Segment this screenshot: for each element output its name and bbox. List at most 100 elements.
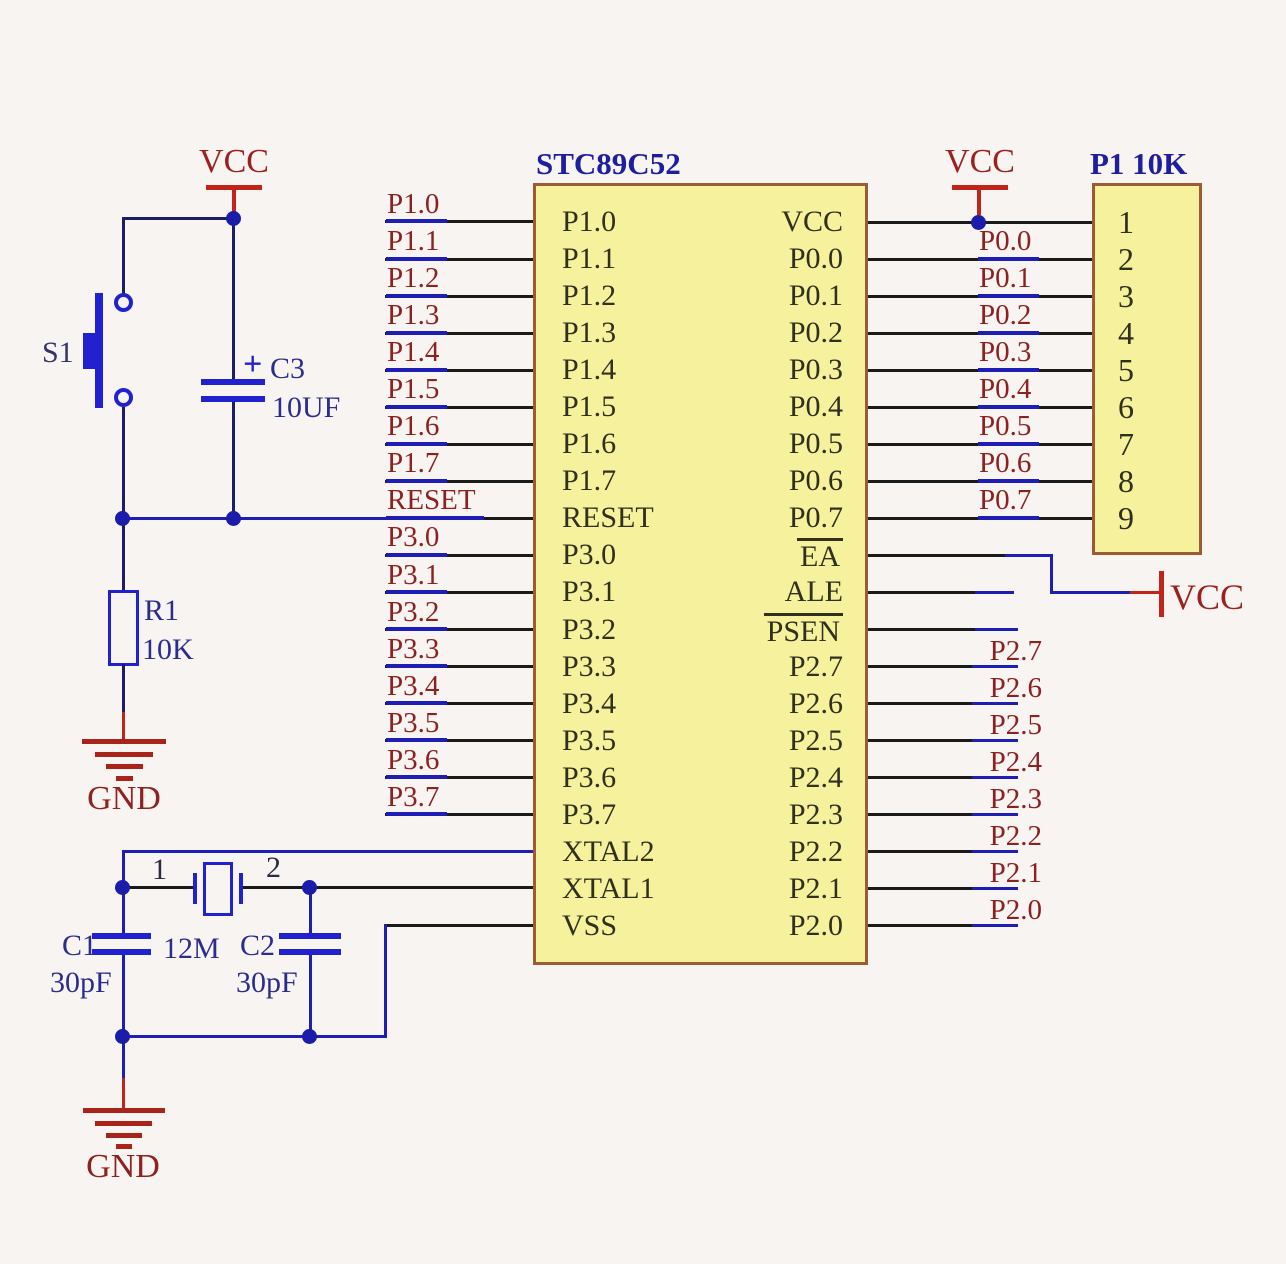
chip-pin-left: P3.1 [562, 575, 617, 609]
net-label: P2.3 [989, 782, 1042, 815]
net-wire-row: P1.2 [385, 261, 533, 298]
chip-pin-left: P3.3 [562, 649, 617, 683]
crystal-plate-right [239, 873, 243, 904]
wire-gnd-lower-red [121, 1078, 125, 1110]
resistor-pack-pin: 7 [1118, 425, 1134, 462]
gnd-lower-bar3 [106, 1133, 142, 1138]
wire-xtal2 [123, 849, 533, 853]
net-label: P0.7 [978, 485, 1040, 520]
net-wire-row: P2.7 [868, 631, 1042, 669]
resistor-pack-body [1092, 183, 1202, 555]
net-wire-row: RESET [385, 483, 533, 520]
junction-bottom-1 [115, 1029, 130, 1044]
wire-gnd-upper [121, 712, 125, 741]
wire-end [972, 739, 1018, 743]
chip-pin-right: VCC [781, 205, 843, 239]
net-wire-row: P0.3 [868, 335, 1092, 372]
net-wire-row: P3.2 [385, 594, 533, 631]
wire-ea-drop [1049, 554, 1053, 593]
net-wire-row: P3.4 [385, 668, 533, 706]
net-label: RESET [386, 485, 484, 520]
wire-vss [385, 923, 533, 927]
wire [385, 405, 533, 409]
p2-net-rows: P2.7 P2.6 P2.5 P2.4 P2.3 P2.2 [868, 631, 1042, 928]
chip-pin-right: P0.5 [788, 427, 843, 461]
wire [385, 628, 533, 631]
resistor-pack-pin: 9 [1118, 499, 1134, 536]
net-label: P0.6 [978, 448, 1040, 483]
s1-actuator-knob [83, 333, 102, 369]
wire [868, 813, 972, 817]
chip-title: STC89C52 [536, 146, 681, 181]
net-wire-row: P0.1 [868, 261, 1092, 298]
wire-r1-bottom [121, 664, 125, 712]
net-wire-row: P3.1 [385, 557, 533, 594]
chip-pin-right: P0.3 [788, 353, 843, 387]
chip-pin-left: P3.7 [562, 797, 617, 831]
wire-ale-stub [868, 590, 975, 594]
junction-xtal-2 [302, 879, 317, 895]
resistor-pack-title: P1 10K [1090, 146, 1188, 181]
chip-pin-right: P0.1 [788, 279, 843, 313]
wire-bottom-rail [123, 1035, 386, 1038]
wire-end [972, 702, 1018, 706]
c2-plate-top [279, 933, 341, 939]
net-wire-row: P2.4 [868, 742, 1042, 780]
wire [868, 702, 972, 706]
wire [385, 739, 533, 743]
c3-plate-bottom [201, 396, 265, 402]
wire-end [972, 850, 1018, 854]
net-label: P0.4 [978, 374, 1040, 409]
wire-xtal2-drop [121, 850, 125, 888]
chip-pin-left: P3.2 [562, 612, 617, 646]
chip-pin-left: RESET [562, 501, 654, 535]
net-wire-row: P3.5 [385, 705, 533, 743]
wire-s1-top-h [123, 216, 235, 220]
chip-pin-right: P0.6 [788, 464, 843, 498]
wire-c2-bottom [308, 955, 312, 1038]
chip-pin-right: PSEN [660, 611, 843, 648]
net-wire-row: P0.0 [868, 224, 1092, 261]
net-label: P3.2 [386, 596, 448, 631]
wire-end [972, 813, 1018, 817]
net-label: P1.6 [386, 411, 448, 446]
wire [868, 776, 972, 780]
c3-polarity-plus: + [243, 346, 263, 383]
chip-pin-left: P3.0 [562, 538, 617, 572]
c2-ref: C2 [240, 929, 276, 962]
junction-vcc-left [226, 211, 241, 226]
chip-pin-right: P0.2 [788, 316, 843, 350]
net-label: P2.6 [989, 671, 1042, 704]
net-wire-row: P0.2 [868, 298, 1092, 335]
net-label: P0.5 [978, 411, 1040, 446]
chip-pin-right: P2.6 [788, 686, 843, 720]
wire-xtal1 [243, 885, 533, 889]
net-label: P3.7 [386, 781, 448, 817]
vcc-symbol-left [206, 185, 262, 190]
wire [385, 702, 533, 706]
net-wire-row: P3.3 [385, 631, 533, 669]
wire [385, 331, 533, 335]
gnd-lower-bar4 [116, 1144, 132, 1149]
net-label: P0.1 [978, 263, 1040, 298]
net-wire-row: P1.0 [385, 186, 533, 224]
net-wire-row: P2.5 [868, 705, 1042, 743]
net-wire-row: P0.7 [868, 483, 1092, 520]
net-label: P1.3 [386, 300, 448, 335]
net-wire-row: P0.5 [868, 409, 1092, 446]
gnd-upper-bar4 [116, 776, 133, 781]
c2-value: 30pF [236, 966, 298, 999]
chip-pin-left: VSS [562, 908, 618, 942]
wire-ale-end [975, 590, 1014, 594]
net-wire-row: P3.0 [385, 520, 533, 557]
vcc-label-right-top: VCC [945, 143, 1015, 180]
r1-value: 10K [142, 633, 194, 666]
net-wire-row: P2.2 [868, 816, 1042, 854]
net-wire-row: P3.7 [385, 779, 533, 817]
wire-psen-stub [868, 627, 975, 631]
wire-c3-bottom-v [231, 402, 235, 519]
chip-pin-left: P1.3 [562, 316, 617, 350]
wire [868, 924, 972, 928]
net-wire-row: P2.3 [868, 779, 1042, 817]
